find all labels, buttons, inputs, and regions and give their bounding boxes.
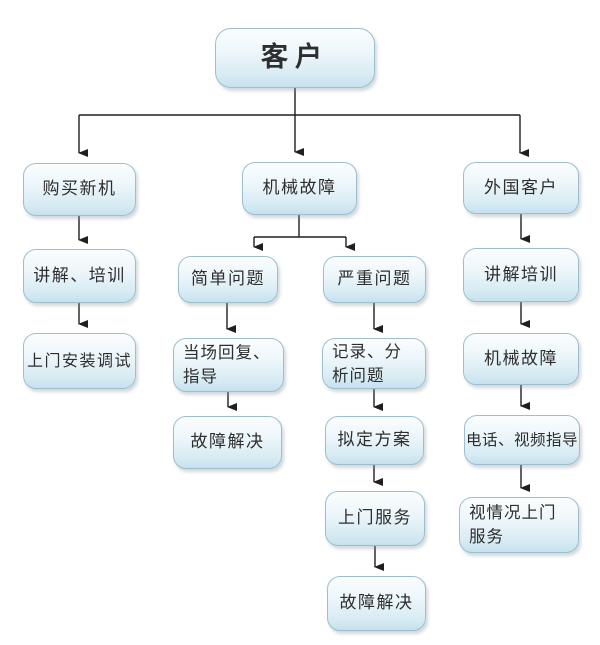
node-phone-video-guide: 电话、视频指导 <box>464 415 580 465</box>
node-simple-problem: 简单问题 <box>178 256 278 303</box>
node-fault-solved-simple: 故障解决 <box>173 416 282 469</box>
node-onsite-service: 上门服务 <box>325 491 425 546</box>
node-mechanical-failure: 机械故障 <box>242 162 357 215</box>
node-serious-problem: 严重问题 <box>323 256 426 303</box>
node-explain-training: 讲解、培训 <box>23 249 136 303</box>
node-situational-onsite-service: 视情况上门服务 <box>459 497 579 553</box>
node-onsite-install-debug: 上门安装调试 <box>23 333 136 389</box>
node-buy-new-machine: 购买新机 <box>23 163 136 216</box>
node-explain-training-foreign: 讲解培训 <box>463 248 579 302</box>
node-fault-solved-serious: 故障解决 <box>327 576 426 631</box>
node-mechanical-failure-foreign: 机械故障 <box>463 333 579 385</box>
node-customer: 客户 <box>215 28 375 88</box>
node-draft-plan: 拟定方案 <box>325 416 424 465</box>
node-onsite-reply-guide: 当场回复、指导 <box>173 338 284 392</box>
node-record-analyze-problem: 记录、分析问题 <box>322 338 426 389</box>
node-foreign-customer: 外国客户 <box>463 162 579 214</box>
